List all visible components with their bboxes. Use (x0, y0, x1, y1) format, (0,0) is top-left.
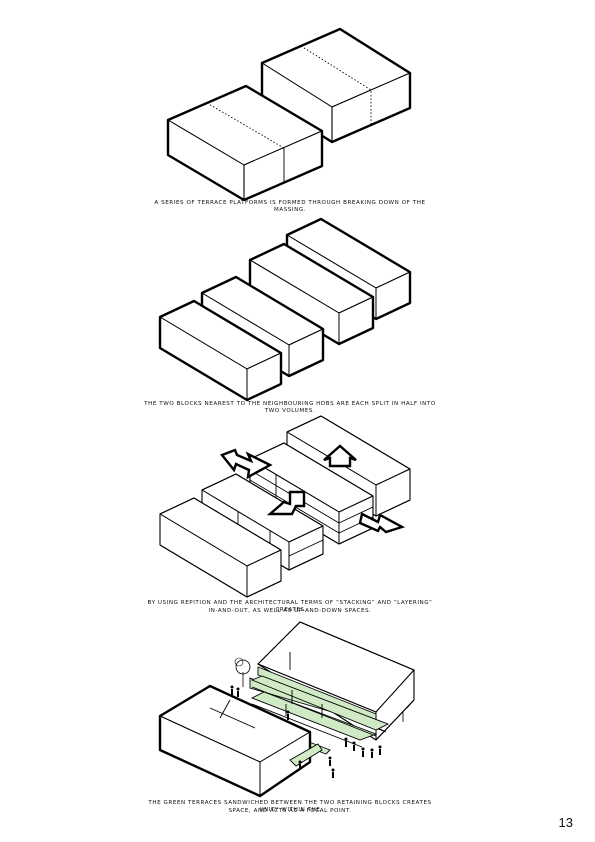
step3-arrow-out-left (220, 448, 273, 480)
step2-panel: THE TWO BLOCKS NEAREST TO THE NEIGHBOURI… (0, 215, 595, 415)
step3-stacking-diagram (159, 415, 411, 598)
step4-caption-line2: SPACE, AND ACTS AS A FOCAL POINT. (228, 808, 352, 814)
step3-arrow-out-right (358, 512, 406, 534)
step2-caption: THE TWO BLOCKS NEAREST TO THE NEIGHBOURI… (144, 401, 436, 414)
step1-front-block (166, 84, 324, 202)
step1-massing-diagram (166, 27, 412, 202)
step3-front-block (159, 497, 282, 598)
tree-icon (234, 657, 251, 687)
step4-front-retaining-block (158, 684, 323, 798)
step2-block-1 (158, 299, 283, 402)
step1-back-block (260, 27, 412, 144)
step4-green-terrace-diagram (158, 621, 415, 798)
people-icons (230, 685, 382, 778)
step4-caption-line1: THE GREEN TERRACES SANDWICHED BETWEEN TH… (148, 800, 432, 813)
step4-panel: THE GREEN TERRACES SANDWICHED BETWEEN TH… (0, 612, 595, 842)
step2-split-diagram (158, 217, 412, 402)
step3-panel: BY USING REPITION AND THE ARCHITECTURAL … (0, 410, 595, 620)
step3-arrow-down (266, 490, 306, 516)
step4-green-terraces (249, 666, 390, 755)
step3-arrow-up (323, 444, 357, 468)
step3-caption-line1: BY USING REPITION AND THE ARCHITECTURAL … (147, 600, 433, 613)
step1-panel: A SERIES OF TERRACE PLATFORMS IS FORMED … (0, 0, 595, 215)
step1-caption: A SERIES OF TERRACE PLATFORMS IS FORMED … (154, 200, 426, 213)
page-number: 13 (558, 815, 573, 830)
step4-back-retaining-block (257, 621, 415, 741)
step3-caption-line2: IN-AND-OUT, AS WELL AS UP-AND-DOWN SPACE… (208, 608, 372, 614)
step2-block-3 (248, 242, 375, 346)
